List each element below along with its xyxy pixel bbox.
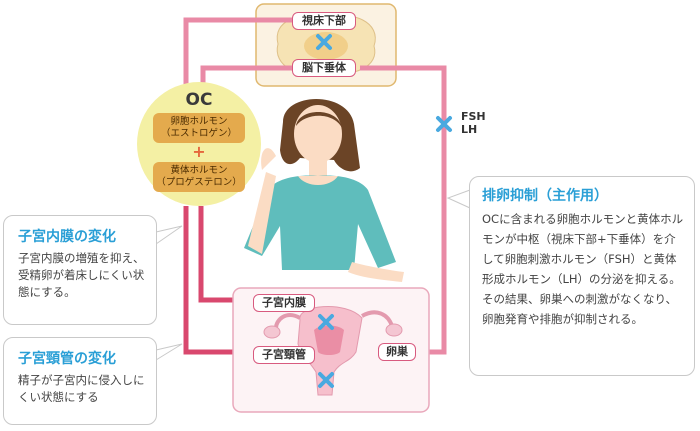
hormone-labels: FSH LH: [461, 110, 486, 136]
uterus-panel: [232, 287, 430, 413]
callout-cervix-body: 精子が子宮内に侵入しにくい状態にする: [18, 373, 145, 404]
callout-pointer-cervix: [155, 343, 183, 361]
arrow-oc-to-endometrium: [198, 206, 251, 305]
fsh-label: FSH: [461, 110, 486, 123]
progestin-pill: 黄体ホルモン （プロゲステロン）: [153, 162, 245, 192]
endometrium-label: 子宮内膜: [253, 294, 315, 312]
cross-icon: [318, 314, 334, 330]
cross-icon: [316, 34, 332, 50]
hypothalamus-label: 視床下部: [292, 12, 356, 30]
arrow-pituitary-to-ovary: [360, 65, 447, 356]
callout-cervix: 子宮頸管の変化 精子が子宮内に侵入しにくい状態にする: [3, 337, 157, 425]
arrow-oc-to-hypothalamus: [183, 16, 302, 86]
lh-label: LH: [461, 123, 478, 136]
woman-illustration: [244, 99, 404, 282]
arrow-oc-to-pituitary: [200, 64, 302, 86]
callout-endometrium: 子宮内膜の変化 子宮内膜の増殖を抑え、受精卵が着床しにくい状態にする。: [3, 215, 157, 325]
oc-title: OC: [185, 90, 213, 110]
estrogen-pill: 卵胞ホルモン （エストロゲン）: [153, 113, 245, 143]
oc-circle: OC 卵胞ホルモン （エストロゲン） + 黄体ホルモン （プロゲステロン）: [137, 82, 261, 206]
callout-pointer-endometrium: [155, 225, 183, 245]
callout-pointer-ovulation: [446, 189, 471, 209]
callout-ovulation-title: 排卵抑制（主作用）: [482, 188, 608, 204]
plus-sign: +: [192, 142, 206, 161]
callout-ovulation: 排卵抑制（主作用） OCに含まれる卵胞ホルモンと黄体ホルモンが中枢（視床下部+下…: [469, 176, 695, 376]
pituitary-label: 脳下垂体: [292, 59, 356, 77]
callout-ovulation-body: OCに含まれる卵胞ホルモンと黄体ホルモンが中枢（視床下部+下垂体）を介して卵胞刺…: [482, 212, 684, 326]
callout-endometrium-body: 子宮内膜の増殖を抑え、受精卵が着床しにくい状態にする。: [18, 251, 145, 299]
cervix-label: 子宮頸管: [253, 346, 315, 364]
callout-endometrium-title: 子宮内膜の変化: [18, 229, 116, 245]
cross-icon: [318, 372, 334, 388]
arrow-oc-to-cervix: [183, 206, 251, 357]
callout-cervix-title: 子宮頸管の変化: [18, 351, 116, 367]
cross-icon: [436, 116, 452, 132]
ovary-label: 卵巣: [378, 343, 416, 361]
